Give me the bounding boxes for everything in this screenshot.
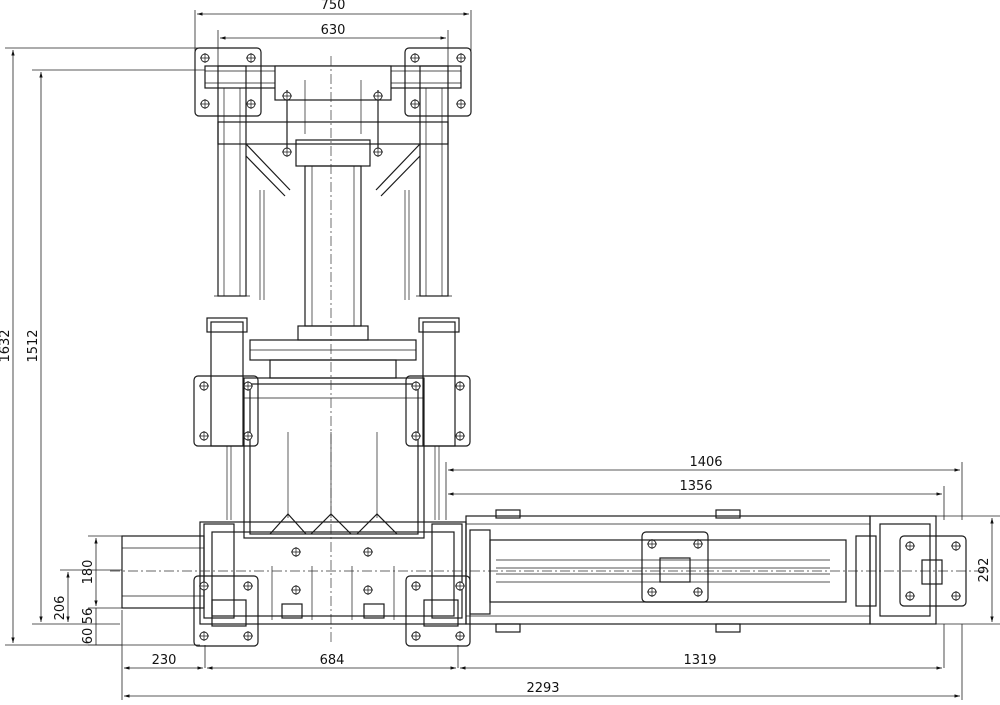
dim-230: 230 bbox=[152, 653, 177, 668]
bolt-crosshair bbox=[243, 381, 253, 391]
dim-684: 684 bbox=[320, 653, 345, 668]
bolt-crosshair bbox=[411, 381, 421, 391]
bolt-crosshair bbox=[951, 591, 961, 601]
bolt-crosshair bbox=[410, 53, 420, 63]
dim-750: 750 bbox=[321, 0, 346, 13]
dim-206: 206 bbox=[53, 596, 68, 621]
bolt-crosshair bbox=[200, 53, 210, 63]
dim-1632: 1632 bbox=[0, 329, 13, 362]
bolt-crosshair bbox=[363, 547, 373, 557]
bolt-crosshair bbox=[905, 541, 915, 551]
bolt-crosshair bbox=[951, 541, 961, 551]
bolt-crosshair bbox=[410, 99, 420, 109]
bolt-crosshair bbox=[246, 99, 256, 109]
dim-1356: 1356 bbox=[679, 479, 712, 494]
dimension-labels: 750 630 1632 1512 1406 1356 292 180 206 … bbox=[0, 0, 992, 696]
bolt-crosshair bbox=[199, 431, 209, 441]
bolt-crosshair bbox=[411, 631, 421, 641]
bolt-crosshair bbox=[693, 587, 703, 597]
dim-630: 630 bbox=[321, 23, 346, 38]
bolt-crosshair bbox=[282, 147, 292, 157]
bolt-crosshair bbox=[291, 547, 301, 557]
bolt-crosshair bbox=[199, 631, 209, 641]
bolt-crosshair bbox=[200, 99, 210, 109]
vertical-frame bbox=[193, 47, 472, 645]
dim-180: 180 bbox=[81, 560, 96, 585]
horizontal-conveyor bbox=[465, 509, 967, 633]
bolt-crosshair bbox=[456, 53, 466, 63]
bolt-crosshair bbox=[373, 91, 383, 101]
dim-1512: 1512 bbox=[26, 329, 41, 362]
dim-292: 292 bbox=[977, 558, 992, 583]
bolt-crosshair bbox=[455, 631, 465, 641]
bolt-holes bbox=[199, 53, 961, 641]
dim-1319: 1319 bbox=[683, 653, 716, 668]
bolt-crosshair bbox=[411, 431, 421, 441]
bolt-crosshair bbox=[243, 581, 253, 591]
bolt-crosshair bbox=[199, 381, 209, 391]
dim-2293: 2293 bbox=[526, 681, 559, 696]
bolt-crosshair bbox=[363, 585, 373, 595]
dim-60: 60 bbox=[81, 628, 96, 645]
bolt-crosshair bbox=[693, 539, 703, 549]
dim-56: 56 bbox=[81, 608, 96, 625]
bolt-crosshair bbox=[411, 581, 421, 591]
bolt-crosshair bbox=[455, 381, 465, 391]
bolt-crosshair bbox=[647, 587, 657, 597]
bolt-crosshair bbox=[243, 631, 253, 641]
dimension-lines bbox=[5, 10, 1000, 700]
bolt-crosshair bbox=[246, 53, 256, 63]
base-hopper bbox=[110, 521, 990, 647]
bolt-crosshair bbox=[456, 99, 466, 109]
bolt-crosshair bbox=[373, 147, 383, 157]
bolt-crosshair bbox=[455, 581, 465, 591]
bolt-crosshair bbox=[905, 591, 915, 601]
bolt-crosshair bbox=[647, 539, 657, 549]
bolt-crosshair bbox=[199, 581, 209, 591]
bolt-crosshair bbox=[282, 91, 292, 101]
bolt-crosshair bbox=[291, 585, 301, 595]
bolt-crosshair bbox=[455, 431, 465, 441]
bolt-crosshair bbox=[243, 431, 253, 441]
dim-1406: 1406 bbox=[689, 455, 722, 470]
